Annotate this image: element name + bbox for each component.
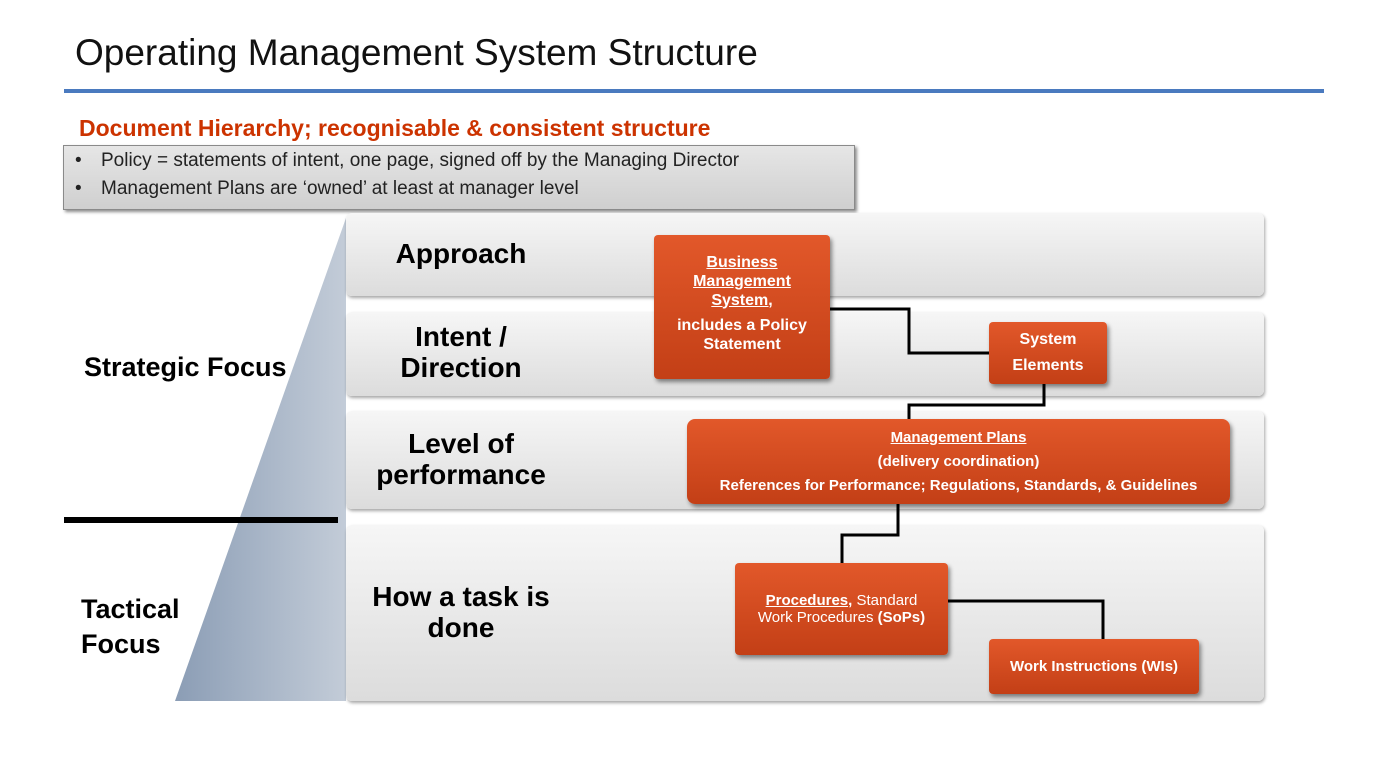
management-plans-title: Management Plans [890,428,1027,446]
bullet-dot-icon: • [75,150,82,171]
bullet-item: • Policy = statements of intent, one page… [75,149,739,173]
connector-mgmt-proc [840,504,900,563]
work-instructions-label: Work Instructions (WIs) [1009,658,1179,675]
procedures-text: Work Procedures [757,609,878,626]
connector-bms-system [830,307,989,355]
focus-divider [64,517,338,523]
band-label-level: Level of performance [376,428,546,490]
strategic-focus-label: Strategic Focus [84,352,287,382]
tactical-focus-label: Tactical Focus [81,594,180,659]
bullet-item: • Management Plans are ‘owned’ at least a… [75,177,579,201]
procedures-box: Procedures, Standard Work Procedures (So… [735,563,948,655]
bms-title-line: System, [711,291,773,309]
work-instructions-box: Work Instructions (WIs) [989,639,1199,694]
management-plans-box: Management Plans (delivery coordination)… [687,419,1230,504]
bullet-box: • Policy = statements of intent, one page… [63,145,855,210]
procedures-line: Work Procedures (SoPs) [758,609,925,626]
page-title: Operating Management System Structure [75,32,758,73]
band-label-approach: Approach [395,238,527,269]
bullet-text: Management Plans are ‘owned’ at least at… [101,178,579,199]
bms-title-line: Management [693,272,791,290]
business-management-system-box: Business Management System, includes a P… [654,235,830,379]
management-plans-line: References for Performance; Regulations,… [719,476,1198,494]
procedures-line: Procedures, Standard [766,592,918,609]
system-elements-line: System [1019,331,1077,348]
connector-system-mgmt [907,384,1046,419]
bms-desc-line: includes a Policy [677,316,807,334]
bullet-dot-icon: • [75,178,82,199]
procedures-title: Procedures, [765,592,853,609]
procedures-text: Standard [852,592,918,609]
band-label-how: How a task is done [372,581,550,643]
title-underline [64,89,1324,93]
bms-desc-line: Statement [703,335,781,353]
bullet-text: Policy = statements of intent, one page,… [101,150,740,171]
section-heading: Document Hierarchy; recognisable & consi… [79,115,711,141]
management-plans-line: (delivery coordination) [877,452,1040,470]
system-elements-box: System Elements [989,322,1107,384]
band-label-intent: Intent / Direction [400,321,522,383]
connector-proc-wi [948,599,1105,639]
focus-triangle [175,218,346,701]
system-elements-line: Elements [1012,357,1084,374]
bms-title-line: Business [706,253,778,271]
procedures-sops: (SoPs) [877,609,926,626]
